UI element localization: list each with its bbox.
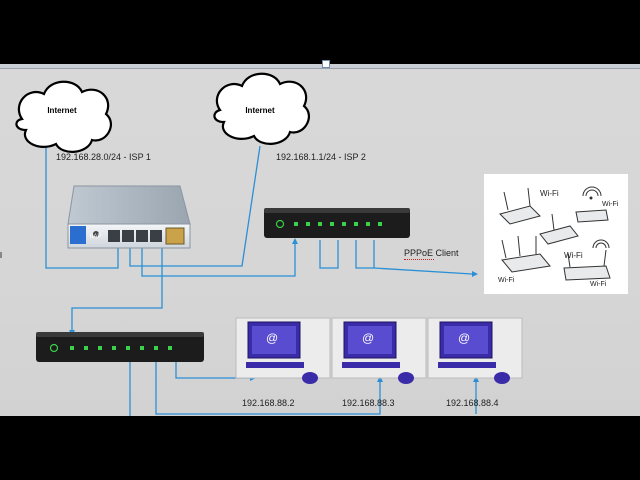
ruler-handle[interactable]	[322, 60, 330, 68]
left-edge-marker	[0, 252, 2, 258]
cloud-1-label: Internet	[47, 106, 77, 115]
pc-1: @	[235, 317, 331, 384]
wifi-label-2: Wi-Fi	[602, 201, 619, 208]
wifi-router-5	[563, 265, 611, 281]
wifi-label-3: Wi-Fi	[564, 251, 583, 260]
router-brand-label: hAP	[90, 234, 101, 240]
link-router-switch-bottom	[71, 246, 163, 332]
switch-top-led-8	[378, 222, 382, 226]
pc-2: @	[331, 317, 427, 384]
switch-bottom-led-5	[126, 346, 130, 350]
diagram-canvas: hAP	[0, 64, 640, 416]
cloud-1	[15, 80, 112, 153]
pc-2-label: 192.168.88.3	[342, 398, 395, 408]
arrow-switch-top	[292, 238, 298, 244]
switch-bottom-led-6	[140, 346, 144, 350]
switch-bottom	[36, 332, 204, 362]
router-port-2	[122, 230, 134, 242]
switch-top-led-7	[366, 222, 370, 226]
switch-bottom-led-4	[112, 346, 116, 350]
switch-bottom-led-2	[84, 346, 88, 350]
wifi-router-2	[575, 209, 609, 223]
pc-1-label: 192.168.88.2	[242, 398, 295, 408]
link-switch-top-pppoe	[319, 240, 339, 269]
router-port-4	[150, 230, 162, 242]
router-port-1	[108, 230, 120, 242]
ruler-bar	[0, 64, 640, 69]
switch-bottom-led-1	[70, 346, 74, 350]
pppoe-label: PPPoE Client	[404, 248, 459, 258]
pppoe-underline	[404, 259, 434, 260]
arrow-wifi	[472, 271, 478, 277]
switch-bottom-led-7	[154, 346, 158, 350]
link-router-switch-top	[141, 242, 296, 277]
link-cloud2-router	[129, 145, 261, 267]
diagram-svg: hAP	[0, 72, 628, 416]
switch-top	[264, 208, 410, 238]
switch-top-led-2	[306, 222, 310, 226]
switch-bottom-led-3	[98, 346, 102, 350]
arrow-pc3	[473, 376, 479, 382]
router-device	[67, 185, 191, 249]
wifi-label-1: Wi-Fi	[540, 189, 559, 198]
connection-lines	[45, 144, 477, 416]
cloud-2-label: Internet	[245, 106, 275, 115]
pc-3: @	[427, 317, 523, 384]
switch-top-led-1	[294, 222, 298, 226]
wifi-panel	[484, 174, 628, 294]
link-switch-pc1	[175, 362, 252, 379]
switch-bottom-led-8	[168, 346, 172, 350]
router-port-3	[136, 230, 148, 242]
link-pppoe-wifi	[373, 267, 473, 275]
wifi-label-4: Wi-Fi	[498, 277, 515, 284]
wifi-router-4	[501, 253, 551, 273]
isp-1-label: 192.168.28.0/24 - ISP 1	[56, 152, 151, 162]
cloud-2	[213, 72, 310, 145]
svg-text:@: @	[362, 331, 374, 345]
link-switch-pc2	[155, 362, 381, 415]
link-switch-top-pppoe-b	[355, 240, 375, 269]
wifi-label-5: Wi-Fi	[590, 281, 607, 288]
wifi-router-3	[539, 225, 579, 245]
switch-top-led-6	[354, 222, 358, 226]
wifi-router-1	[499, 205, 541, 225]
arrow-pc2	[377, 376, 383, 382]
switch-top-led-5	[342, 222, 346, 226]
svg-text:@: @	[266, 331, 278, 345]
isp-2-label: 192.168.1.1/24 - ISP 2	[276, 152, 366, 162]
svg-text:@: @	[458, 331, 470, 345]
link-cloud1-router	[45, 144, 119, 269]
switch-top-led-3	[318, 222, 322, 226]
switch-top-led-4	[330, 222, 334, 226]
pc-3-label: 192.168.88.4	[446, 398, 499, 408]
